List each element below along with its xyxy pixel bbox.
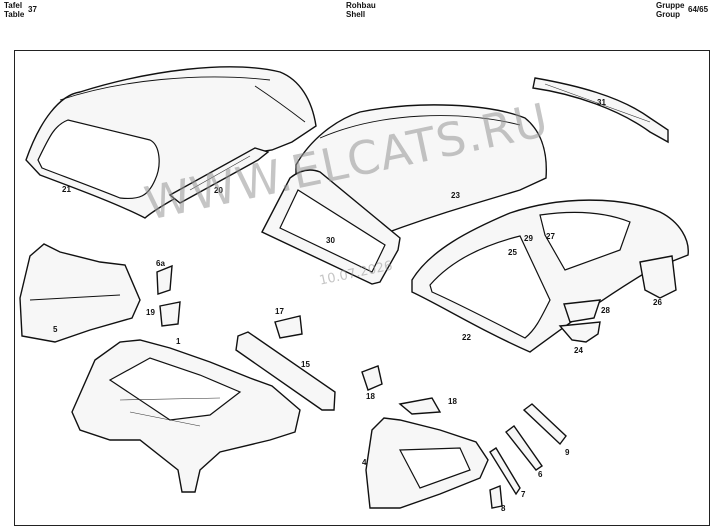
callout-25: 25 [508,248,517,257]
callout-9: 9 [565,448,570,457]
callout-24: 24 [574,346,583,355]
callout-7: 7 [521,490,526,499]
callout-29: 29 [524,234,533,243]
part-31-bow[interactable] [532,77,669,144]
callout-27: 27 [546,232,555,241]
callout-18-a: 18 [366,392,375,401]
table-label-en: Table [4,10,25,19]
callout-23: 23 [451,191,460,200]
callout-18-b: 18 [448,397,457,406]
part-7-strip[interactable] [489,447,521,496]
part-30-frame[interactable] [261,169,401,285]
part-20-rail[interactable] [168,147,270,204]
group-number: 64/65 [688,5,709,14]
part-9-strip[interactable] [522,403,567,446]
part-28-plate[interactable] [563,299,602,323]
callout-28: 28 [601,306,610,315]
part-6a-bracket[interactable] [156,264,173,295]
group-label: Gruppe Group [656,1,684,19]
part-5-panel[interactable] [19,243,141,343]
callout-19: 19 [146,308,155,317]
callout-22: 22 [462,333,471,342]
part-15-crossmember[interactable] [235,331,336,411]
callouts: 21 20 31 23 30 27 29 25 6a 5 19 1 17 15 … [53,98,662,513]
callout-8: 8 [501,504,506,513]
callout-20: 20 [214,186,223,195]
part-17-bracket[interactable] [274,315,303,339]
part-21-hardtop[interactable] [25,66,317,219]
part-24-bracket[interactable] [558,321,601,343]
part-1-floor[interactable] [71,339,301,493]
callout-5: 5 [53,325,58,334]
part-8-clip[interactable] [489,485,503,509]
callout-21: 21 [62,185,71,194]
table-label: Tafel Table [4,1,24,19]
section-title-de: Rohbau [346,1,376,10]
group-label-en: Group [656,10,680,19]
callout-17: 17 [275,307,284,316]
part-19-plate[interactable] [159,301,181,327]
part-26-bracket[interactable] [639,255,677,299]
callout-6a: 6a [156,259,165,268]
part-22-roof[interactable] [411,199,689,353]
callout-31: 31 [597,98,606,107]
callout-6: 6 [538,470,543,479]
callout-1: 1 [176,337,181,346]
part-bracket-small[interactable] [361,365,383,391]
table-number: 37 [28,5,37,14]
part-18-plate[interactable] [398,397,442,415]
part-6-strip[interactable] [505,425,543,471]
section-title: Rohbau Shell [346,1,376,19]
table-label-de: Tafel [4,1,23,10]
callout-26: 26 [653,298,662,307]
callout-15: 15 [301,360,310,369]
part-4-panel[interactable] [365,417,489,509]
callout-4: 4 [362,458,367,467]
group-label-de: Gruppe [656,1,685,10]
section-title-en: Shell [346,10,366,19]
callout-30: 30 [326,236,335,245]
diagram-frame [14,50,710,526]
